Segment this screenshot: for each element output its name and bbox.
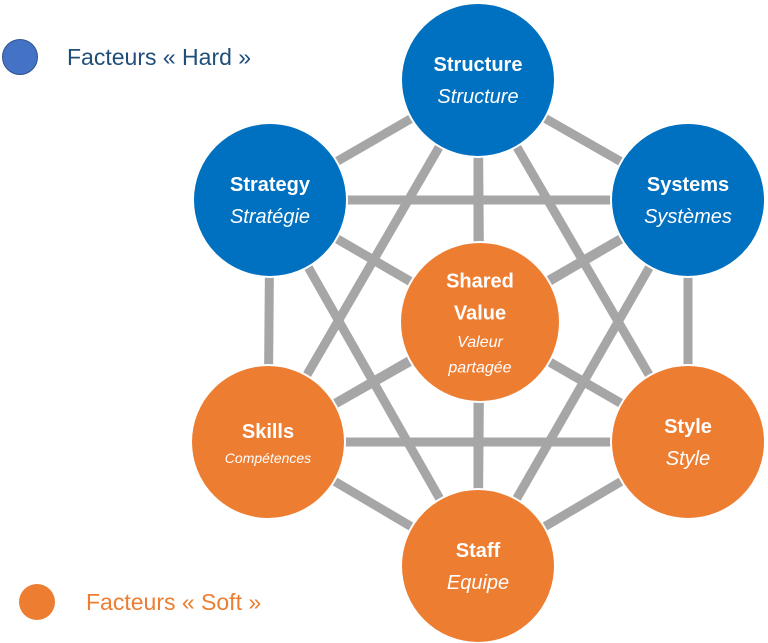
soft-factor-dot-icon (19, 584, 55, 620)
node-staff-circle (400, 488, 556, 643)
node-layer: StructureStructureStrategyStratégieSyste… (190, 2, 766, 643)
node-structure-subtitle: Structure (437, 86, 518, 108)
node-strategy-title: Strategy (230, 174, 311, 196)
node-skills-subtitle: Compétences (225, 450, 311, 466)
node-strategy-subtitle: Stratégie (230, 206, 310, 228)
node-systems-subtitle: Systèmes (644, 206, 732, 228)
node-staff-subtitle: Equipe (447, 572, 509, 594)
node-shared-value-circle (399, 241, 561, 403)
legend-soft-label: Facteurs « Soft » (86, 588, 262, 615)
node-style-title: Style (664, 416, 712, 438)
node-shared-value-subtitle: Valeur (457, 334, 503, 351)
node-style-subtitle: Style (666, 448, 710, 470)
legend-hard: Facteurs « Hard » (2, 39, 251, 75)
node-skills-title: Skills (242, 421, 294, 443)
node-shared-value-title: Shared (446, 270, 514, 292)
node-skills-circle (190, 364, 346, 520)
node-systems-title: Systems (647, 174, 729, 196)
hard-factor-dot-icon (2, 39, 38, 75)
node-structure-title: Structure (434, 54, 523, 76)
node-shared-value-title: Value (454, 302, 506, 324)
node-style-circle (610, 364, 766, 520)
node-shared-value-subtitle: partagée (447, 359, 511, 376)
legend-soft: Facteurs « Soft » (19, 584, 261, 620)
node-systems-circle (610, 122, 766, 278)
legend-hard-label: Facteurs « Hard » (67, 43, 252, 70)
node-staff-title: Staff (456, 540, 501, 562)
node-structure-circle (400, 2, 556, 158)
node-strategy-circle (192, 122, 348, 278)
